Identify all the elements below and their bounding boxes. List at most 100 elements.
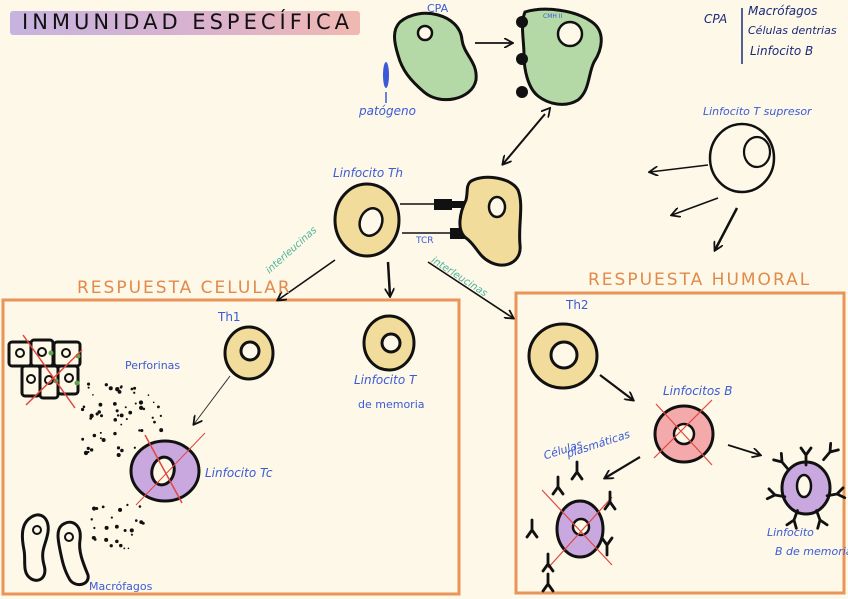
- particle-dot: [114, 524, 119, 529]
- particle-dot: [147, 394, 150, 397]
- particle-dot: [127, 547, 130, 550]
- b-lymphocytes-label: Linfocitos B: [663, 384, 733, 398]
- particle-dot: [92, 433, 97, 438]
- tcr-receptor: [434, 199, 452, 210]
- antibody-icon: [570, 460, 584, 481]
- particle-dot: [82, 405, 86, 409]
- mhc-receptor: [516, 86, 528, 98]
- particle-dot: [126, 503, 129, 507]
- macrophages-label: Macrófagos: [89, 580, 153, 593]
- particle-dot: [133, 391, 136, 394]
- particle-dot: [124, 406, 127, 409]
- b-cell-receptor-icon: [785, 509, 799, 530]
- particle-dot: [90, 518, 93, 521]
- perforin-particles: [80, 382, 164, 458]
- particle-dot: [99, 437, 102, 440]
- particle-dot: [113, 418, 118, 422]
- particle-dot: [93, 526, 96, 530]
- particle-dot: [130, 533, 133, 536]
- antibody-icon: [603, 490, 617, 511]
- particle-dot: [119, 386, 123, 389]
- b-receptors: [765, 442, 847, 530]
- particle-dot: [134, 519, 138, 522]
- b-cell-receptor-icon: [765, 487, 787, 501]
- infected-cells: [7, 334, 83, 409]
- apc-with-mhc-cell: [516, 7, 603, 106]
- particle-dot: [118, 507, 123, 512]
- macrophage-cells: [20, 513, 90, 587]
- particle-dot: [99, 431, 102, 434]
- particle-dot: [134, 402, 137, 405]
- b-to-memory-arrow: [727, 444, 760, 455]
- cellular-response-box: [1, 298, 461, 596]
- particle-dot: [125, 417, 128, 421]
- particle-dot: [133, 386, 137, 390]
- memory-t-lymphocyte: [362, 314, 416, 372]
- pathogen-icon: [383, 62, 389, 88]
- suppressor-arrow: [650, 164, 709, 172]
- particle-dot: [139, 405, 144, 410]
- th1-lymphocyte: [223, 325, 275, 381]
- particle-dot: [81, 437, 85, 441]
- particle-dot: [116, 452, 121, 458]
- particle-dot: [110, 516, 113, 519]
- arrow-to-cellular: [278, 259, 336, 300]
- th-label: Linfocito Th: [333, 166, 403, 180]
- particle-dot: [93, 537, 97, 541]
- particle-dot: [123, 528, 127, 532]
- tcr-receptor: [450, 228, 468, 239]
- particle-dot: [119, 543, 123, 548]
- legend-item: Linfocito B: [750, 44, 814, 58]
- particle-dot: [120, 448, 124, 453]
- mhc-label: CMH II: [543, 13, 563, 20]
- particle-dot: [91, 506, 97, 511]
- th1-to-tc-arrow: [194, 375, 231, 424]
- particle-dot: [152, 401, 155, 404]
- apc-cell: [393, 11, 478, 102]
- arrow-to-memory-t: [388, 261, 390, 296]
- particle-dot: [86, 382, 91, 386]
- particle-dot: [120, 423, 123, 426]
- cellular-response-title: RESPUESTA CELULAR: [77, 278, 292, 298]
- pathogen-label: patógeno: [359, 104, 416, 118]
- particle-dot: [119, 413, 124, 418]
- particle-dot: [115, 387, 120, 392]
- b-to-plasma-arrow: [605, 456, 641, 478]
- t-suppressor-lymphocyte: [708, 122, 776, 194]
- th2-to-b-arrow: [599, 374, 633, 400]
- particle-dot: [97, 410, 101, 414]
- antibody-icon: [541, 552, 555, 573]
- tc-label: Linfocito Tc: [205, 466, 273, 480]
- particle-dot: [89, 448, 94, 452]
- tcr-receptor: [450, 201, 464, 208]
- particle-dot: [104, 383, 108, 387]
- particle-dot: [92, 394, 94, 396]
- b-cell-receptor-icon: [772, 452, 790, 472]
- antibody-icon: [541, 572, 555, 593]
- memory-b-label: Linfocito: [767, 526, 814, 539]
- th2-lymphocyte: [527, 322, 599, 390]
- perforins-label: Perforinas: [125, 359, 181, 372]
- particle-dot: [87, 450, 90, 454]
- particle-dot: [128, 410, 133, 415]
- particle-dot: [100, 414, 104, 418]
- antibody-icon: [551, 475, 565, 496]
- particle-dot: [87, 386, 90, 389]
- page-title: INMUNIDAD ESPECÍFICA: [10, 10, 360, 35]
- b-lymphocyte: [653, 399, 715, 466]
- suppressor-arrow: [672, 197, 719, 215]
- particle-dot: [153, 420, 156, 424]
- particle-dot: [95, 507, 99, 510]
- interaction-double-arrow: [503, 114, 545, 164]
- b-cell-receptor-icon: [799, 446, 813, 467]
- memory-b-label-2: B de memoria: [775, 545, 848, 558]
- legend-item: Macrófagos: [748, 4, 818, 18]
- arrow-to-humoral: [427, 261, 513, 318]
- particle-dot: [83, 450, 89, 456]
- particle-dot: [89, 416, 93, 420]
- particle-dot: [89, 413, 94, 418]
- particle-dot: [98, 402, 103, 407]
- suppressor-arrow: [715, 207, 739, 250]
- particle-dot: [80, 407, 85, 412]
